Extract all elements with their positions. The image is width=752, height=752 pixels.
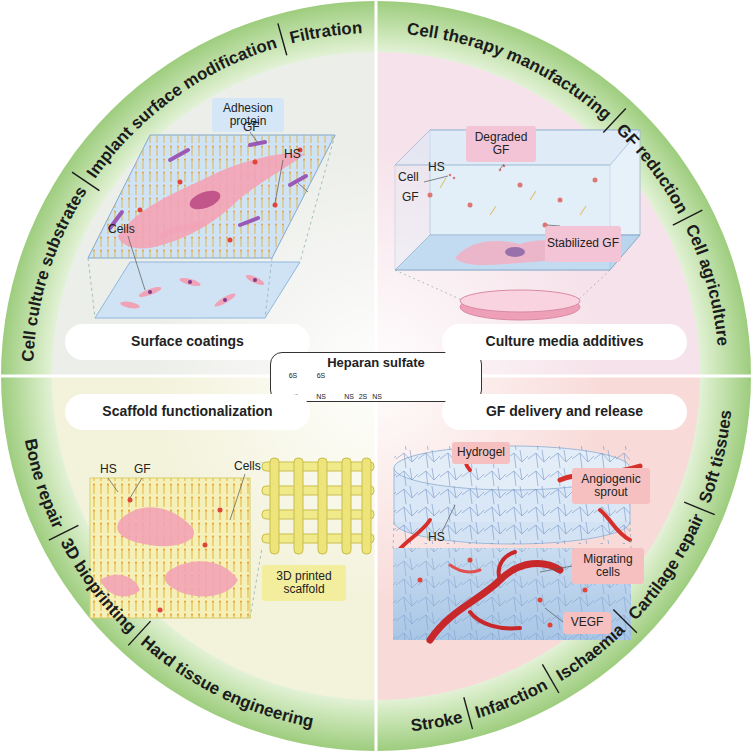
sulfation-label: 6S [286, 372, 300, 380]
ring-separator [603, 109, 626, 133]
ring-separator [673, 210, 702, 225]
ring-label: Cell therapy manufacturing [406, 19, 615, 123]
ring-label: GF reduction [613, 120, 692, 217]
callout-box: Migrating cells [572, 548, 644, 584]
sulfation-label: 6S [314, 372, 328, 380]
sulfation-label: 2S [356, 393, 370, 401]
ring-text: Filtration [288, 18, 363, 47]
category-pill: GF delivery and release [442, 394, 687, 430]
ring-text: Hard tissue engineering [137, 632, 315, 731]
ring-text: GF reduction [613, 120, 692, 217]
coating-illustration [88, 132, 335, 318]
callout-label: GF [402, 190, 419, 204]
node-text: Surface coatings [131, 334, 244, 349]
node-text: Stabilized GF [547, 237, 619, 250]
ring-label: Filtration [288, 18, 363, 47]
ring-text: Cell therapy manufacturing [406, 19, 615, 123]
scaffold-illustration [90, 458, 374, 618]
callout-box: Hydrogel [452, 442, 510, 464]
ring-text: Stroke [410, 707, 465, 735]
ring-separator [128, 621, 150, 645]
node-text: Scaffold functionalization [102, 404, 272, 419]
ring-text: Bone repair [21, 437, 68, 532]
callout-box: Stabilized GF [545, 226, 621, 262]
ring-separator [684, 502, 715, 515]
ring-label: Hard tissue engineering [137, 632, 315, 731]
callout-label: HS [100, 462, 117, 476]
callout-box: Degraded GF [466, 126, 536, 162]
ring-separator [542, 664, 559, 693]
ring-separator [613, 610, 637, 633]
ring-label: Infarction [473, 675, 551, 722]
callout-label: HS [284, 147, 301, 161]
ring-separator [72, 172, 99, 190]
node-text: 3D printed scaffold [262, 570, 346, 596]
ring-text: 3D bioprinting [57, 535, 140, 637]
sulfation-label: NS [370, 393, 384, 401]
ring-label: Soft tissues [695, 409, 735, 506]
callout-label: Cell [398, 170, 419, 184]
ring-label: Bone repair [21, 437, 68, 532]
sulfation-label: NS [342, 393, 356, 401]
ring-label: Stroke [410, 707, 465, 735]
callout-label: GF [134, 462, 151, 476]
callout-label: Cells [234, 459, 261, 473]
ring-separator [49, 525, 79, 540]
ring-separator [464, 697, 473, 729]
node-text: Migrating cells [572, 553, 644, 579]
callout-box: Angiogenic sprout [572, 468, 650, 504]
node-text: Degraded GF [466, 131, 536, 157]
node-text: Angiogenic sprout [572, 473, 650, 499]
node-text: VEGF [571, 616, 604, 629]
ring-label: Cell agriculture [682, 221, 733, 347]
callout-box: 3D printed scaffold [262, 565, 346, 601]
ring-separator [278, 23, 287, 55]
callout-label: HS [428, 160, 445, 174]
callout-label: HS [428, 530, 445, 544]
ring-text: Soft tissues [695, 409, 735, 506]
node-text: Hydrogel [457, 446, 505, 459]
category-pill: Culture media additives [442, 324, 687, 360]
node-text: GF delivery and release [486, 404, 643, 419]
sulfation-label: NS [314, 393, 328, 401]
node-text: Heparan sulfate [327, 356, 425, 370]
node-text: Culture media additives [486, 334, 644, 349]
central-box: Heparan sulfate6SNS6SNSNS2SNS [270, 352, 482, 402]
callout-box: VEGF [563, 612, 611, 634]
ring-text: Infarction [473, 675, 551, 722]
callout-label: Cells [108, 222, 135, 236]
ring-label: 3D bioprinting [57, 535, 140, 637]
category-pill: Scaffold functionalization [65, 394, 310, 430]
callout-label: GF [243, 120, 260, 134]
ring-text: Cell agriculture [682, 221, 733, 347]
